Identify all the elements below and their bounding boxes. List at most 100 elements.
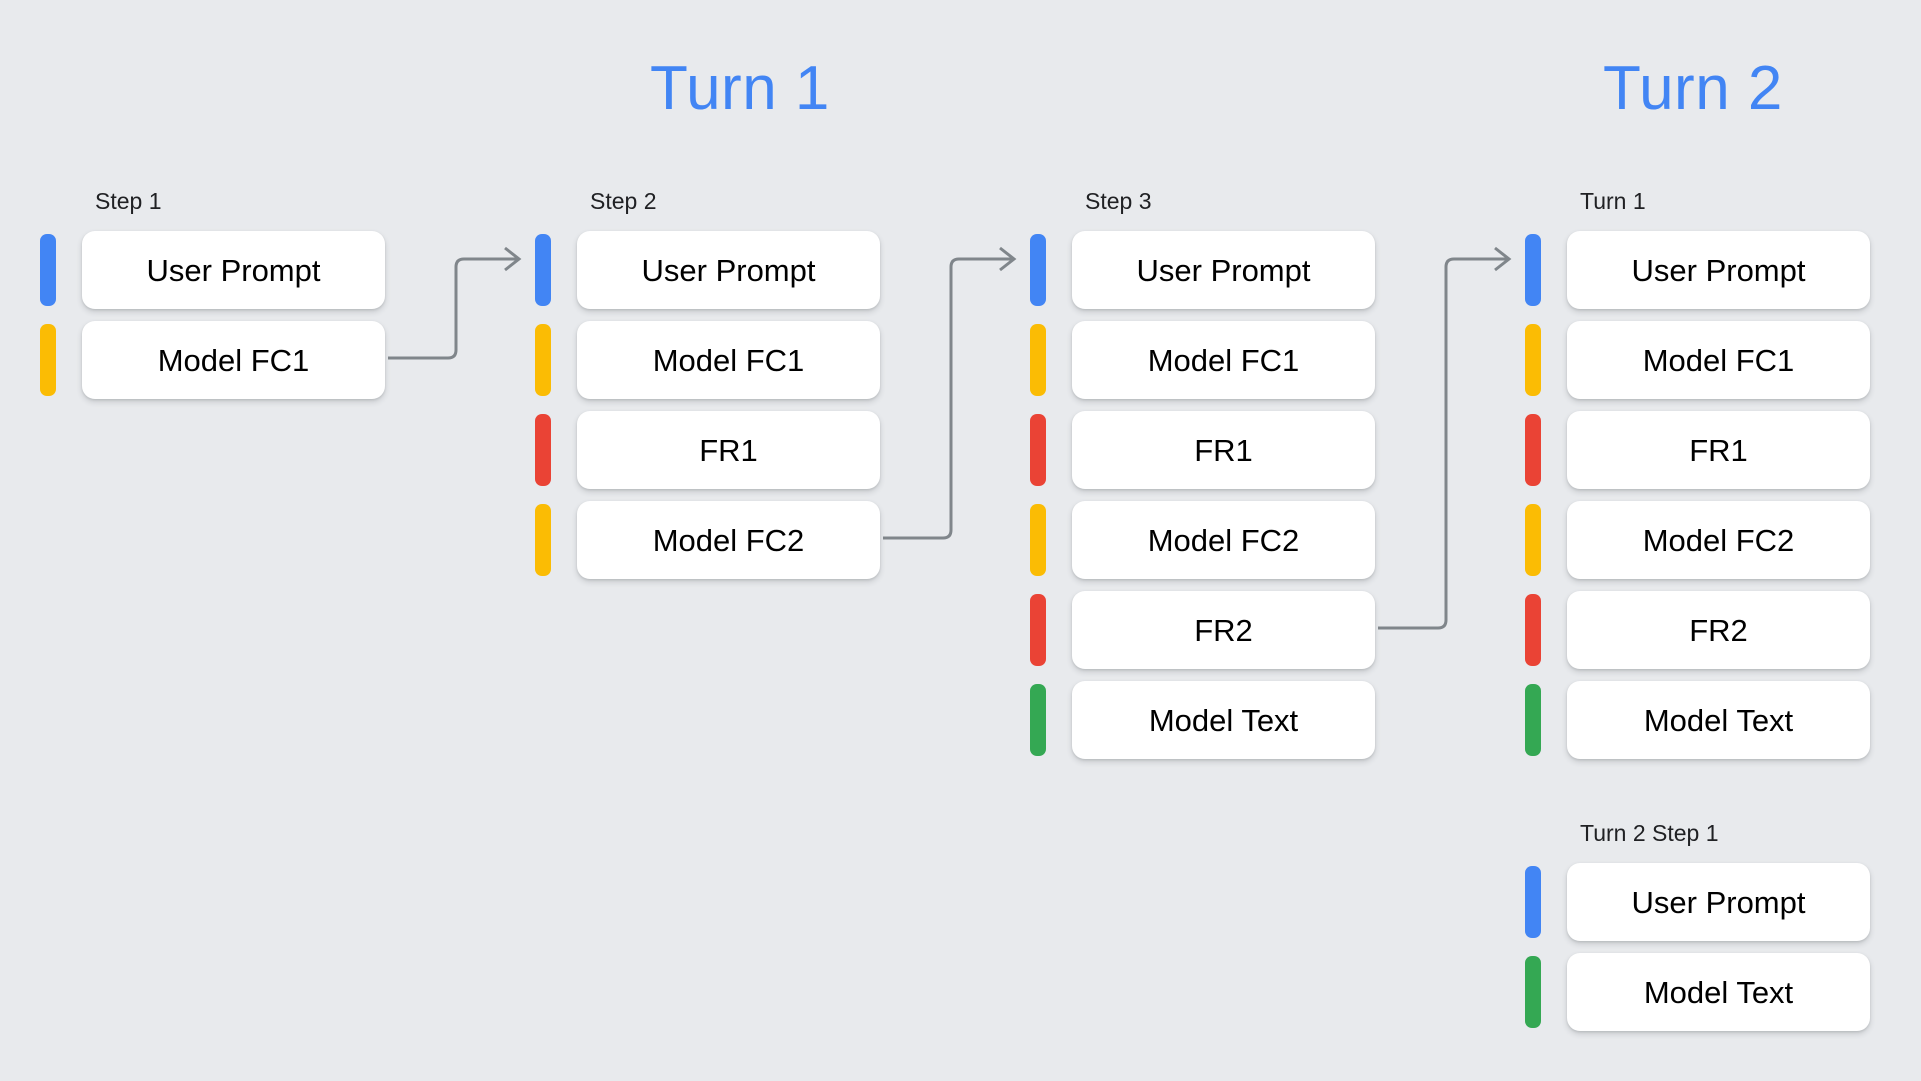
- content-type-bar-model-function-call: [40, 324, 56, 396]
- connector-step1-to-step2: [388, 246, 522, 360]
- list-item[interactable]: Model FC1: [535, 321, 880, 399]
- list-item[interactable]: Model FC2: [535, 501, 880, 579]
- column-turn-1: Turn 1 User Prompt Model FC1 FR1: [1525, 190, 1870, 771]
- content-card[interactable]: Model FC1: [577, 321, 880, 399]
- content-card[interactable]: User Prompt: [1072, 231, 1375, 309]
- content-type-bar-user-prompt: [1030, 234, 1046, 306]
- column-rows-step-3: User Prompt Model FC1 FR1 Model FC2: [1030, 231, 1375, 759]
- content-card-label: Model Text: [1148, 702, 1299, 738]
- content-type-bar-model-function-call: [1525, 504, 1541, 576]
- content-card[interactable]: Model FC2: [1072, 501, 1375, 579]
- content-type-bar-model-function-call: [1030, 504, 1046, 576]
- content-type-bar-model-text: [1030, 684, 1046, 756]
- list-item[interactable]: Model FC1: [1030, 321, 1375, 399]
- column-rows-turn-1: User Prompt Model FC1 FR1 Model FC2: [1525, 231, 1870, 759]
- content-card[interactable]: Model FC1: [82, 321, 385, 399]
- content-card-label: FR1: [1689, 432, 1748, 468]
- content-card-label: User Prompt: [1631, 884, 1806, 920]
- content-card-label: Model FC2: [652, 522, 805, 558]
- content-card[interactable]: Model Text: [1567, 681, 1870, 759]
- content-type-bar-model-function-call: [535, 504, 551, 576]
- column-label-step-2: Step 2: [590, 188, 657, 214]
- content-card-label: Model FC1: [1642, 342, 1795, 378]
- list-item[interactable]: User Prompt: [40, 231, 385, 309]
- content-card-label: User Prompt: [1136, 252, 1311, 288]
- column-rows-step-1: User Prompt Model FC1: [40, 231, 385, 399]
- list-item[interactable]: Model FC1: [40, 321, 385, 399]
- content-card-label: FR2: [1689, 612, 1748, 648]
- content-type-bar-function-response: [535, 414, 551, 486]
- content-type-bar-user-prompt: [1525, 234, 1541, 306]
- list-item[interactable]: FR1: [535, 411, 880, 489]
- connector-step2-to-step3: [883, 246, 1017, 540]
- content-type-bar-user-prompt: [40, 234, 56, 306]
- content-card[interactable]: User Prompt: [577, 231, 880, 309]
- content-card-label: Model FC2: [1147, 522, 1300, 558]
- content-card-label: Model FC2: [1642, 522, 1795, 558]
- content-type-bar-function-response: [1030, 414, 1046, 486]
- content-card-label: FR2: [1194, 612, 1253, 648]
- content-card[interactable]: Model FC1: [1072, 321, 1375, 399]
- list-item[interactable]: User Prompt: [1525, 863, 1870, 941]
- content-card-label: Model Text: [1643, 702, 1794, 738]
- content-card-label: Model FC1: [652, 342, 805, 378]
- content-type-bar-model-text: [1525, 684, 1541, 756]
- content-type-bar-model-text: [1525, 956, 1541, 1028]
- list-item[interactable]: FR2: [1525, 591, 1870, 669]
- column-turn-2-step-1: Turn 2 Step 1 User Prompt Model Text: [1525, 822, 1870, 1043]
- list-item[interactable]: User Prompt: [535, 231, 880, 309]
- column-label-turn-2-step-1: Turn 2 Step 1: [1580, 820, 1719, 846]
- content-card-label: FR1: [1194, 432, 1253, 468]
- list-item[interactable]: Model FC2: [1525, 501, 1870, 579]
- content-type-bar-model-function-call: [535, 324, 551, 396]
- column-step-1: Step 1 User Prompt Model FC1: [40, 190, 385, 411]
- content-card[interactable]: FR1: [1567, 411, 1870, 489]
- column-label-step-3: Step 3: [1085, 188, 1152, 214]
- content-card-label: Model FC1: [1147, 342, 1300, 378]
- content-card[interactable]: User Prompt: [1567, 863, 1870, 941]
- content-card[interactable]: Model Text: [1072, 681, 1375, 759]
- list-item[interactable]: Model FC2: [1030, 501, 1375, 579]
- list-item[interactable]: Model Text: [1030, 681, 1375, 759]
- column-rows-turn-2-step-1: User Prompt Model Text: [1525, 863, 1870, 1031]
- content-type-bar-user-prompt: [1525, 866, 1541, 938]
- list-item[interactable]: User Prompt: [1525, 231, 1870, 309]
- content-card[interactable]: Model FC2: [1567, 501, 1870, 579]
- content-card[interactable]: FR2: [1567, 591, 1870, 669]
- content-card-label: Model Text: [1643, 974, 1794, 1010]
- content-card[interactable]: Model FC1: [1567, 321, 1870, 399]
- list-item[interactable]: FR2: [1030, 591, 1375, 669]
- content-card-label: FR1: [699, 432, 758, 468]
- content-card[interactable]: User Prompt: [1567, 231, 1870, 309]
- connector-step3-to-turn1: [1378, 246, 1512, 630]
- content-type-bar-function-response: [1525, 414, 1541, 486]
- column-rows-step-2: User Prompt Model FC1 FR1 Model FC2: [535, 231, 880, 579]
- content-type-bar-function-response: [1030, 594, 1046, 666]
- content-type-bar-function-response: [1525, 594, 1541, 666]
- column-step-3: Step 3 User Prompt Model FC1 FR1: [1030, 190, 1375, 771]
- list-item[interactable]: Model FC1: [1525, 321, 1870, 399]
- list-item[interactable]: User Prompt: [1030, 231, 1375, 309]
- content-card[interactable]: User Prompt: [82, 231, 385, 309]
- content-card-label: User Prompt: [146, 252, 321, 288]
- turn-2-heading: Turn 2: [1603, 54, 1783, 123]
- column-label-step-1: Step 1: [95, 188, 162, 214]
- content-card[interactable]: FR2: [1072, 591, 1375, 669]
- content-card-label: User Prompt: [641, 252, 816, 288]
- list-item[interactable]: FR1: [1030, 411, 1375, 489]
- list-item[interactable]: FR1: [1525, 411, 1870, 489]
- content-card[interactable]: FR1: [577, 411, 880, 489]
- column-label-turn-1: Turn 1: [1580, 188, 1646, 214]
- column-step-2: Step 2 User Prompt Model FC1 FR1: [535, 190, 880, 591]
- content-type-bar-model-function-call: [1525, 324, 1541, 396]
- turn-1-heading: Turn 1: [650, 54, 830, 123]
- list-item[interactable]: Model Text: [1525, 953, 1870, 1031]
- list-item[interactable]: Model Text: [1525, 681, 1870, 759]
- content-card-label: Model FC1: [157, 342, 310, 378]
- content-card[interactable]: FR1: [1072, 411, 1375, 489]
- content-card[interactable]: Model FC2: [577, 501, 880, 579]
- content-card-label: User Prompt: [1631, 252, 1806, 288]
- content-type-bar-user-prompt: [535, 234, 551, 306]
- content-card[interactable]: Model Text: [1567, 953, 1870, 1031]
